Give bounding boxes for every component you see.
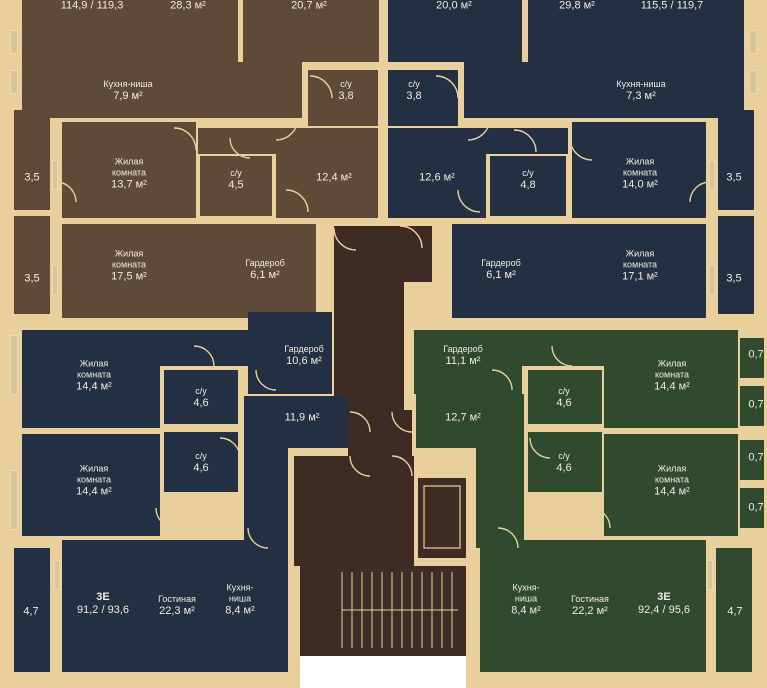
navy-top-apt-wc-small[interactable] (388, 70, 458, 126)
navy-left-apt-living-room-1[interactable] (22, 330, 160, 428)
green-apt-living-room-1[interactable] (604, 330, 738, 428)
window (749, 30, 757, 54)
window (52, 160, 58, 190)
navy-left-apt-wc-1[interactable] (164, 370, 238, 424)
core-corridor-top[interactable] (334, 226, 432, 282)
navy-left-apt-wardrobe[interactable] (248, 312, 332, 394)
window (709, 160, 715, 190)
brown-apt-top-room-2[interactable] (243, 0, 379, 62)
brown-apt-balcony-1[interactable] (14, 110, 50, 210)
brown-apt-hall-2[interactable] (276, 150, 378, 218)
navy-left-apt-living-room-2[interactable] (22, 434, 160, 536)
green-apt-balcony-3[interactable] (740, 440, 764, 480)
navy-top-apt-living-room-1[interactable] (572, 122, 706, 218)
brown-apt-balcony-2[interactable] (14, 216, 50, 314)
navy-top-apt-hall-2[interactable] (388, 150, 486, 218)
green-apt-corridor[interactable] (476, 448, 524, 548)
navy-left-apt-balcony[interactable] (14, 548, 50, 672)
core-corridor[interactable] (334, 282, 404, 414)
brown-apt-kitchen-niche[interactable] (22, 62, 302, 118)
green-apt-balcony[interactable] (716, 548, 752, 672)
navy-left-apt-hall-top[interactable] (160, 330, 256, 366)
brown-apt-wc[interactable] (200, 156, 272, 216)
window (707, 560, 713, 590)
green-apt-hall[interactable] (416, 394, 524, 448)
navy-left-apt-living-kitchen[interactable] (62, 540, 288, 672)
green-apt-hall-top[interactable] (518, 330, 604, 366)
navy-top-apt-balcony-2[interactable] (718, 216, 754, 314)
navy-left-apt-corridor[interactable] (244, 448, 288, 548)
navy-left-apt-hall[interactable] (244, 396, 348, 448)
window (10, 30, 18, 54)
brown-apt-living-room-2[interactable] (62, 224, 316, 318)
window (749, 70, 757, 94)
green-apt-balcony-4[interactable] (740, 488, 764, 528)
green-apt-wc-2[interactable] (528, 432, 602, 492)
navy-top-apt-top-room[interactable] (388, 0, 522, 62)
green-apt-wc-1[interactable] (528, 370, 602, 424)
navy-top-apt-kitchen-niche[interactable] (464, 62, 744, 118)
window (10, 70, 18, 94)
brown-apt-living-room-1[interactable] (62, 122, 196, 218)
entrance-gap (300, 656, 466, 688)
window (54, 560, 60, 590)
window (10, 470, 18, 530)
green-apt-wardrobe[interactable] (414, 330, 522, 394)
core-staircase[interactable] (300, 566, 466, 656)
brown-apt-wc-small[interactable] (308, 70, 378, 126)
green-apt-balcony-2[interactable] (740, 386, 764, 426)
window (10, 335, 18, 395)
green-apt-balcony-1[interactable] (740, 338, 764, 378)
navy-left-apt-wc-2[interactable] (164, 432, 238, 492)
green-apt-living-room-2[interactable] (604, 434, 738, 536)
navy-top-apt-wardrobe-living-2[interactable] (452, 224, 706, 318)
window (709, 265, 715, 295)
green-apt-living-kitchen[interactable] (480, 540, 706, 672)
navy-top-apt-balcony-1[interactable] (718, 110, 754, 210)
core-lobby[interactable] (294, 456, 414, 566)
core-elevator-shaft[interactable] (418, 478, 466, 558)
window (52, 265, 58, 295)
navy-top-apt-wc[interactable] (490, 156, 566, 216)
